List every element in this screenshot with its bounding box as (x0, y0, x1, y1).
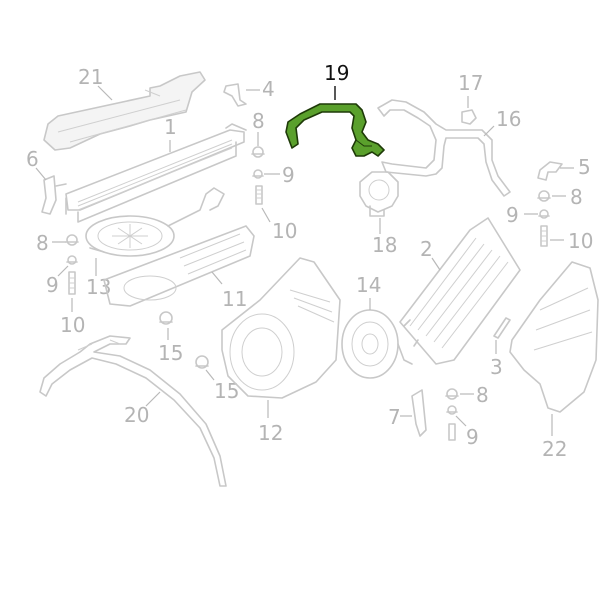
callout-10c: 10 (568, 229, 593, 253)
fastener-9-right (538, 209, 550, 219)
leader-16 (483, 125, 495, 137)
part-17-clip (461, 109, 477, 125)
callout-4: 4 (262, 77, 275, 101)
callout-5: 5 (578, 155, 591, 179)
fastener-9-left (66, 255, 78, 265)
leader-9c (57, 265, 69, 277)
leader-20 (145, 391, 161, 407)
callout-7: 7 (388, 405, 401, 429)
fastener-10-top (255, 185, 263, 205)
callout-10b: 10 (60, 313, 85, 337)
part-4-bracket (223, 83, 247, 107)
callout-10a: 10 (272, 219, 297, 243)
callout-2: 2 (420, 237, 433, 261)
callout-9b: 9 (506, 203, 519, 227)
part-20-pipe (39, 335, 227, 487)
callout-15a: 15 (158, 341, 183, 365)
fastener-8-left (65, 234, 79, 246)
callout-6: 6 (26, 147, 39, 171)
callout-17: 17 (458, 71, 483, 95)
part-3-seal (493, 317, 511, 339)
part-11-shroud (103, 225, 255, 307)
leader-10a (261, 207, 271, 223)
callout-14: 14 (356, 273, 381, 297)
leader-2 (431, 257, 441, 271)
leader-6 (35, 167, 47, 181)
fastener-9-top (252, 169, 264, 179)
callout-21: 21 (78, 65, 103, 89)
leader-11 (211, 271, 223, 285)
part-19-coolant-hose (285, 103, 385, 157)
callout-20: 20 (124, 403, 149, 427)
callout-3: 3 (490, 355, 503, 379)
callout-9d: 9 (466, 425, 479, 449)
callout-12: 12 (258, 421, 283, 445)
callout-9c: 9 (46, 273, 59, 297)
fastener-8-top (251, 146, 265, 158)
callout-16: 16 (496, 107, 521, 131)
callout-22: 22 (542, 437, 567, 461)
part-13-fan (85, 187, 225, 257)
callout-18: 18 (372, 233, 397, 257)
callout-8b: 8 (570, 185, 583, 209)
part-5-bracket (537, 161, 563, 181)
fastener-8-bottom (445, 388, 459, 400)
part-21-upper-deflector (43, 71, 206, 151)
part-7-bracket (411, 389, 427, 437)
callout-19: 19 (324, 61, 349, 85)
callout-8a: 8 (252, 109, 265, 133)
part-1-cooler (65, 123, 247, 223)
fastener-15-b (195, 355, 209, 369)
leader-9d (455, 415, 467, 427)
leader-15b (205, 369, 215, 381)
leader-21 (97, 85, 113, 101)
fastener-10-right (540, 225, 548, 247)
fastener-10-left (68, 271, 76, 295)
part-12-fan-shroud (221, 257, 341, 399)
part-18-pump (359, 171, 399, 217)
callout-8d: 8 (476, 383, 489, 407)
callout-11: 11 (222, 287, 247, 311)
fastener-9-bottom (446, 405, 458, 415)
callout-9a: 9 (282, 163, 295, 187)
part-6-bracket (41, 175, 67, 215)
fastener-10-bottom (448, 423, 456, 441)
fastener-15-a (159, 311, 173, 325)
part-2-radiator (399, 217, 521, 365)
part-16-hose (377, 99, 511, 197)
fastener-8-right (537, 190, 551, 202)
callout-1: 1 (164, 115, 177, 139)
part-22-side-deflector (509, 261, 599, 413)
callout-8c: 8 (36, 231, 49, 255)
